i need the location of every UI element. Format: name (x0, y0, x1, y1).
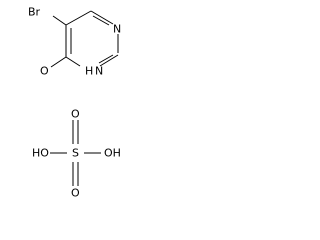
bottom-oxygen-label: O (71, 187, 80, 200)
bond-c4-o (50, 56, 67, 68)
bond-c5-br (52, 15, 67, 26)
right-hydroxyl-label: OH (104, 147, 121, 160)
pyrimidinone-structure: Br N N H O (28, 6, 121, 78)
bromine-atom-label: Br (28, 6, 41, 19)
sulfur-atom-label: S (72, 147, 79, 160)
bond-c2-n3-double (98, 54, 114, 64)
ring-nitrogen-label: N (113, 23, 121, 36)
bond-c2-n3 (99, 54, 119, 67)
bond-c5-c6 (65, 10, 92, 26)
nh-nitrogen-label: N (95, 65, 103, 78)
bond-c6-n1-double (92, 15, 110, 26)
left-hydroxyl-label: HO (32, 147, 49, 160)
sulfuric-acid-structure: O S O HO OH (32, 108, 121, 200)
bond-n3-c4 (65, 56, 81, 67)
top-oxygen-label: O (71, 108, 80, 121)
molecule-canvas: Br N N H O O S O HO OH (28, 6, 121, 200)
nh-hydrogen-label: H (85, 65, 93, 78)
keto-oxygen-label: O (40, 65, 49, 78)
bond-c6-n1 (90, 10, 114, 25)
